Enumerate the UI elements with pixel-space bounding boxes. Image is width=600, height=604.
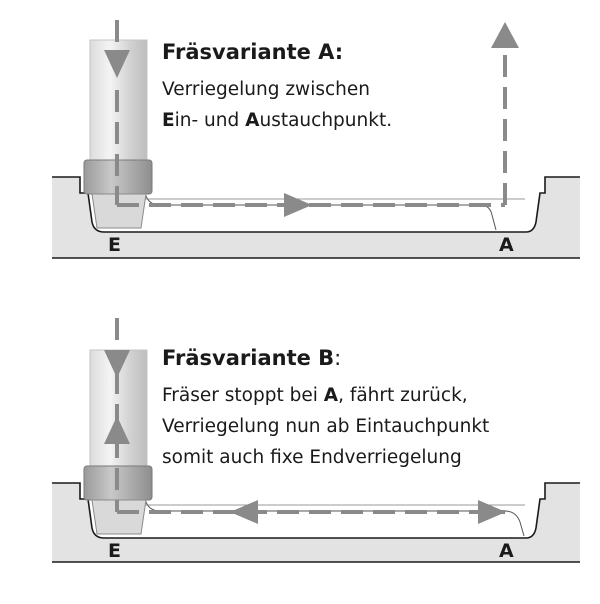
variant-a-label-end: A <box>499 234 514 256</box>
variant-b-description: Fräser stoppt bei A, fährt zurück, Verri… <box>162 380 489 473</box>
variant-b-line1-post: , fährt zurück, <box>338 385 468 406</box>
variant-b-label-end: A <box>499 540 514 562</box>
variant-a-title-text: Fräsvariante A: <box>162 40 344 64</box>
variant-a-line2-end: ustauchpunkt. <box>259 110 393 131</box>
variant-a-line2: Ein- und Austauchpunkt. <box>162 105 392 136</box>
arrow-head-up-a <box>491 22 519 48</box>
variant-b-line1: Fräser stoppt bei A, fährt zurück, <box>162 380 489 411</box>
cutter-bit-a <box>91 193 147 229</box>
arrow-head-right-a <box>284 193 312 217</box>
workpiece-outline-a <box>52 176 580 233</box>
panel-a <box>52 20 580 259</box>
workpiece-outline-b <box>52 482 580 539</box>
arrow-head-right-b <box>478 500 506 524</box>
variant-a-line1: Verriegelung zwischen <box>162 79 370 100</box>
variant-a-line2-e: E <box>162 110 175 131</box>
variant-b-title: Fräsvariante B: <box>162 346 341 370</box>
variant-b-line3: somit auch fixe Endverriegelung <box>162 447 462 468</box>
arrow-head-up-b <box>104 416 130 444</box>
variant-a-description: Verriegelung zwischen Ein- und Austauchp… <box>162 74 392 136</box>
variant-a-label-start: E <box>108 234 121 256</box>
panel-b <box>52 318 580 563</box>
variant-a-title: Fräsvariante A: <box>162 40 343 64</box>
variant-a-line2-a: A <box>245 110 260 131</box>
variant-b-line1-a: A <box>323 385 339 406</box>
variant-b-label-start: E <box>108 540 121 562</box>
variant-a-line2-mid: in- und <box>174 110 246 131</box>
cutter-bit-b <box>91 499 147 535</box>
arrow-head-down-a <box>104 50 130 78</box>
arrow-head-down-b <box>104 350 130 378</box>
variant-b-line2: Verriegelung nun ab Eintauchpunkt <box>162 416 490 437</box>
groove-inner-b <box>144 498 525 537</box>
variant-b-title-text: Fräsvariante B <box>162 346 335 370</box>
variant-b-title-colon: : <box>334 346 342 370</box>
variant-b-line1-pre: Fräser stoppt bei <box>162 385 324 406</box>
arrow-head-left-b <box>230 500 258 524</box>
